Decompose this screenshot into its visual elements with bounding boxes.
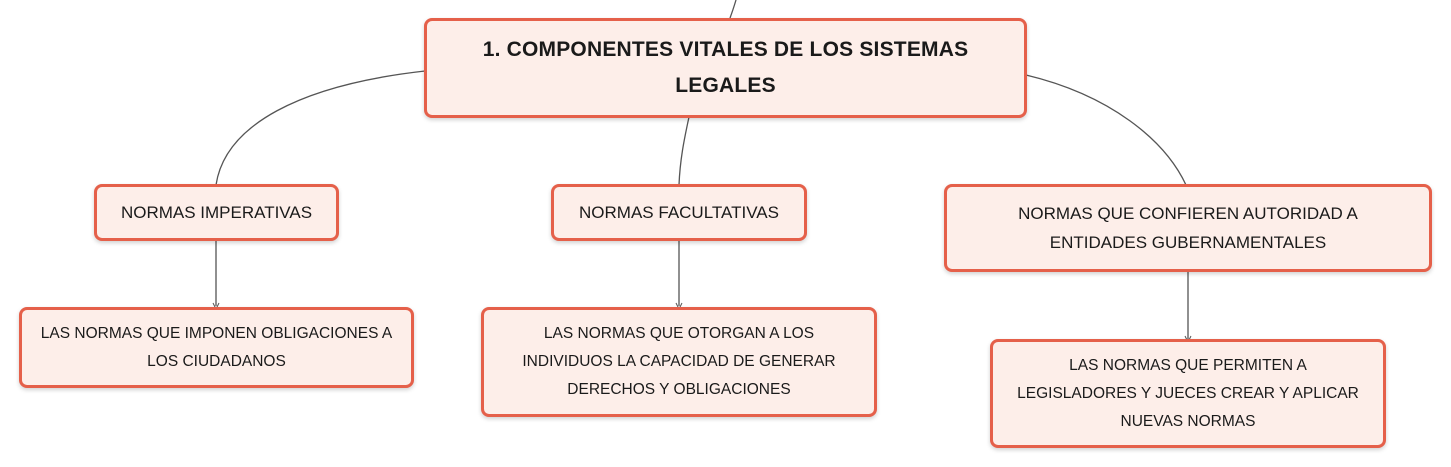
root-node-label: 1. COMPONENTES VITALES DE LOS SISTEMAS L…	[482, 38, 969, 97]
child-node-imperativas[interactable]: LAS NORMAS QUE IMPONEN OBLIGACIONES A LO…	[19, 307, 414, 388]
branch-node-label: NORMAS FACULTATIVAS	[579, 203, 779, 222]
connector-incoming	[729, 0, 737, 19]
connector-root-to-branch-1	[215, 70, 426, 186]
branch-node-imperativas[interactable]: NORMAS IMPERATIVAS	[94, 184, 339, 241]
child-node-autoridad[interactable]: LAS NORMAS QUE PERMITEN A LEGISLADORES Y…	[990, 339, 1386, 448]
branch-node-autoridad[interactable]: NORMAS QUE CONFIEREN AUTORIDAD A ENTIDAD…	[944, 184, 1432, 272]
branch-node-facultativas[interactable]: NORMAS FACULTATIVAS	[551, 184, 807, 241]
root-node[interactable]: 1. COMPONENTES VITALES DE LOS SISTEMAS L…	[424, 18, 1027, 118]
branch-node-label: NORMAS IMPERATIVAS	[120, 203, 313, 222]
child-node-facultativas[interactable]: LAS NORMAS QUE OTORGAN A LOS INDIVIDUOS …	[481, 307, 877, 417]
connector-root-to-branch-3	[1025, 74, 1187, 186]
child-node-label: LAS NORMAS QUE OTORGAN A LOS INDIVIDUOS …	[522, 325, 836, 398]
child-node-label: LAS NORMAS QUE PERMITEN A LEGISLADORES Y…	[1017, 356, 1359, 430]
branch-node-label: NORMAS QUE CONFIEREN AUTORIDAD A ENTIDAD…	[1018, 204, 1358, 252]
connector-root-to-branch-2	[678, 116, 690, 186]
child-node-label: LAS NORMAS QUE IMPONEN OBLIGACIONES A LO…	[40, 324, 393, 370]
